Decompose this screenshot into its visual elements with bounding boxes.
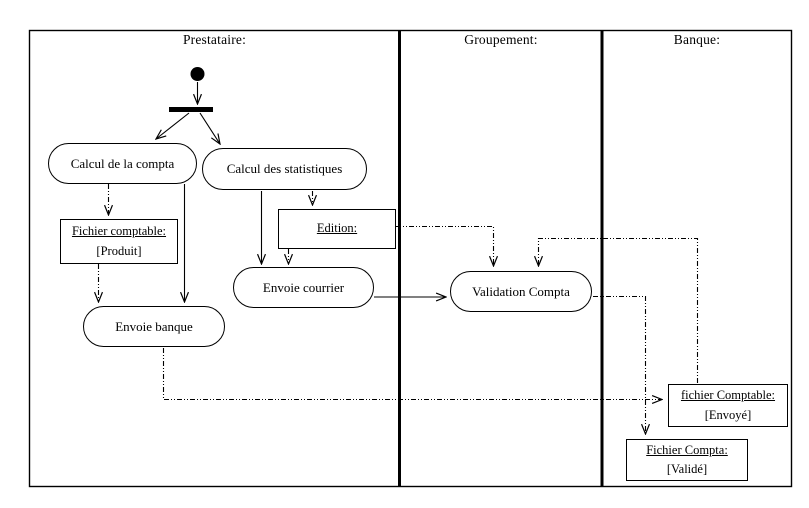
- object-fichier-comptable-produit: Fichier comptable: [Produit]: [60, 219, 178, 264]
- objectflow-envoie-banque-to-fichier-envoye: [162, 348, 663, 400]
- object-title: Fichier Compta:: [646, 442, 728, 457]
- activity-validation-compta: Validation Compta: [450, 271, 592, 312]
- object-title: fichier Comptable:: [680, 388, 776, 403]
- object-fichier-comptable-envoye: fichier Comptable: [Envoyé]: [668, 384, 788, 427]
- diagram-frame: [28, 29, 793, 488]
- activity-label: Validation Compta: [472, 283, 570, 299]
- activity-envoie-courrier: Envoie courrier: [233, 267, 374, 308]
- edge-fork-to-calcul-statistiques: [199, 112, 220, 144]
- lane-header-prestataire: Prestataire:: [182, 32, 247, 47]
- object-state: [Validé]: [666, 462, 708, 476]
- object-title: Fichier comptable:: [71, 224, 167, 239]
- activity-label: Calcul de la compta: [70, 155, 175, 171]
- object-state: [Produit]: [96, 243, 142, 258]
- objectflow-edition-to-validation-compta: [396, 225, 494, 267]
- activity-label: Calcul des statistiques: [226, 161, 343, 176]
- activity-envoie-banque: Envoie banque: [83, 306, 225, 347]
- object-title: Edition:: [316, 221, 358, 236]
- fork-bar: [169, 107, 213, 112]
- activity-calcul-des-statistiques: Calcul des statistiques: [202, 148, 367, 190]
- objectflow-validation-compta-to-fichier-valide: [593, 295, 646, 435]
- initial-node: [190, 67, 205, 81]
- activity-label: Envoie courrier: [262, 279, 345, 295]
- activity-calcul-de-la-compta: Calcul de la compta: [48, 143, 197, 184]
- objectflow-fichier-envoye-to-validation-compta: [539, 237, 699, 383]
- lane-header-banque: Banque:: [673, 32, 721, 47]
- object-edition: Edition:: [278, 209, 396, 249]
- edge-fork-to-calcul-compta: [156, 112, 190, 139]
- object-state: [Envoyé]: [704, 407, 752, 422]
- object-fichier-compta-valide: Fichier Compta: [Validé]: [626, 439, 748, 481]
- lane-header-groupement: Groupement:: [464, 32, 538, 47]
- activity-label: Envoie banque: [115, 318, 193, 334]
